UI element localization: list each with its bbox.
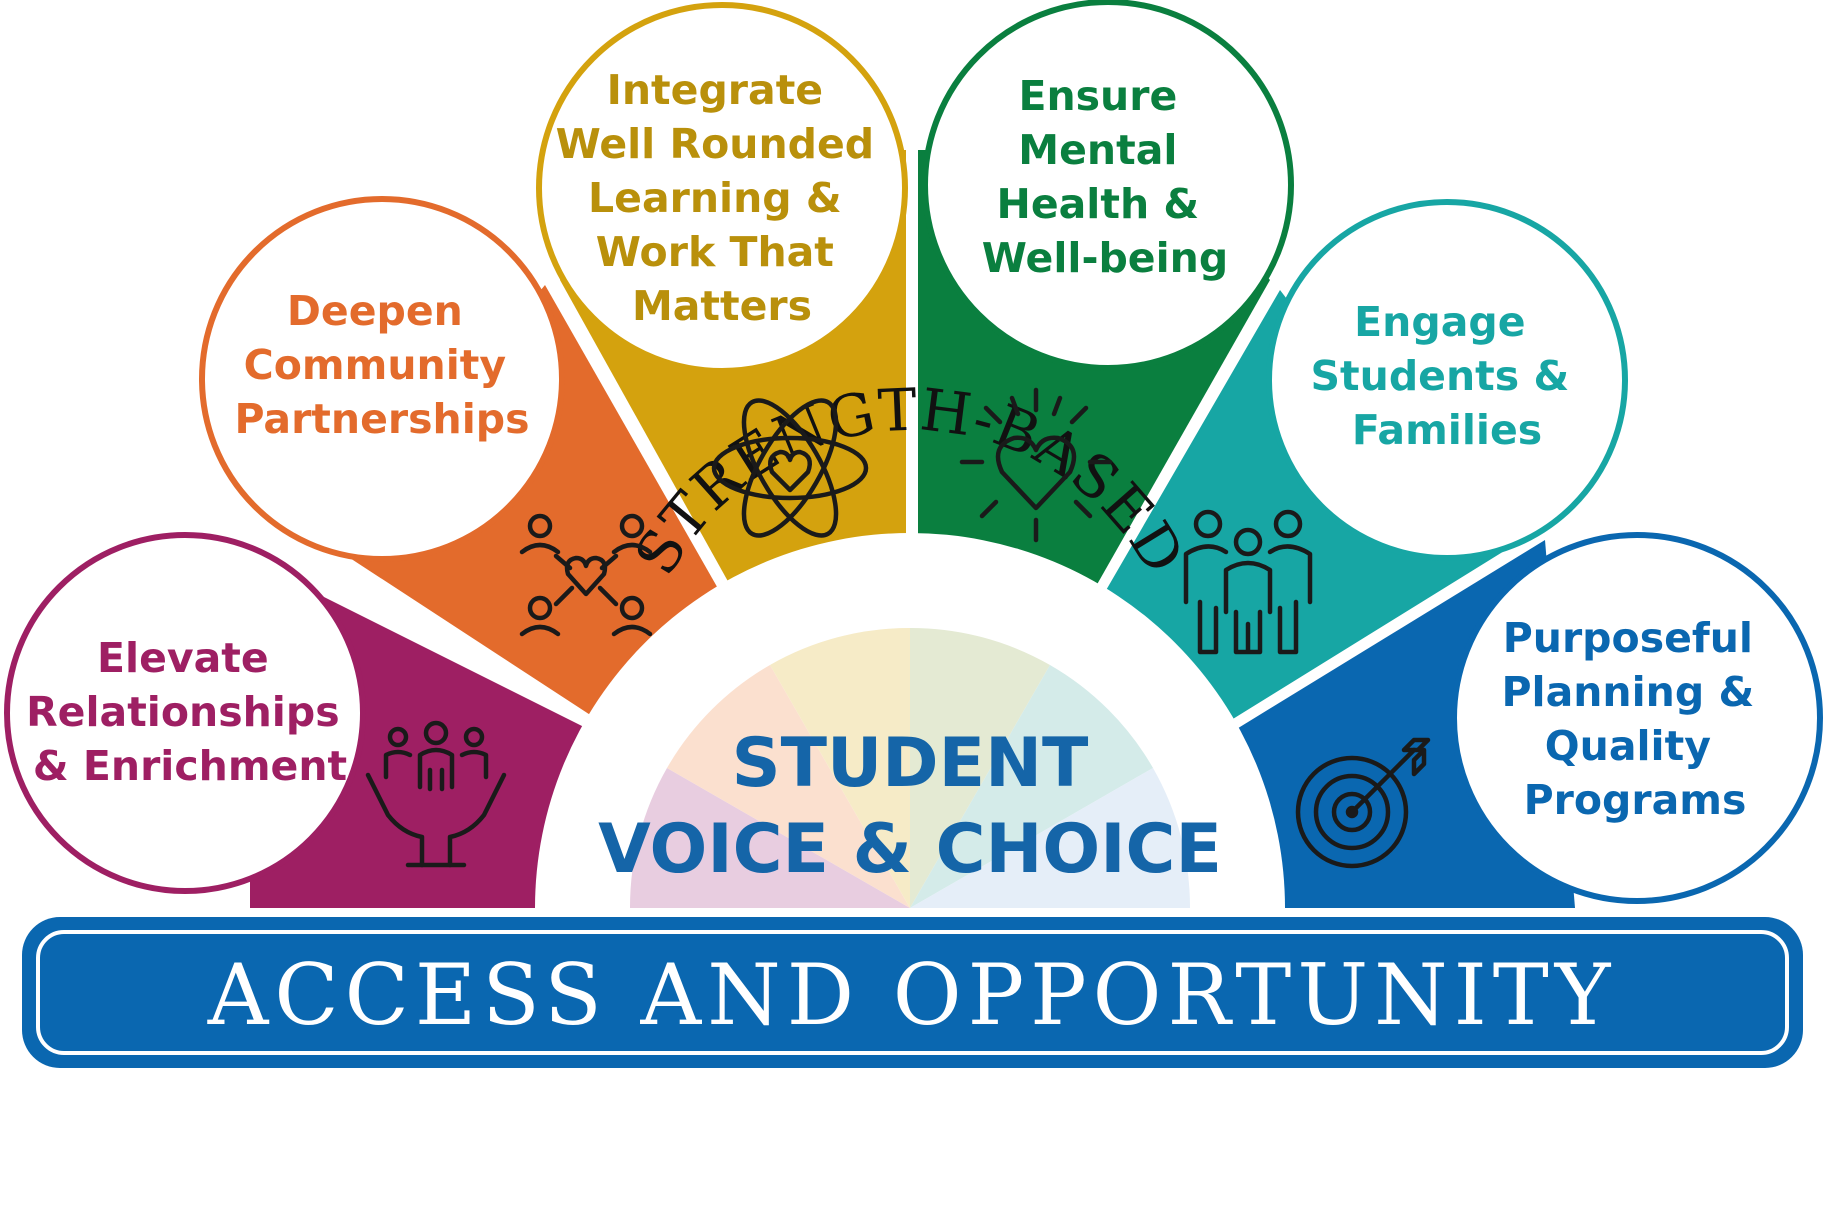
svg-text:Deepen Community: Deepen Community Partnerships [234, 287, 529, 443]
atom-heart-icon [711, 398, 869, 538]
pastel-fan [629, 627, 1191, 908]
center-line-student: STUDENT [732, 724, 1089, 803]
label-line: Families [1352, 406, 1542, 454]
label-line: Mental [1018, 126, 1177, 174]
label-line: Elevate [97, 634, 269, 682]
label-line: Health & [997, 180, 1200, 228]
label-line: Well-being [982, 234, 1228, 282]
circle-elevate-relationships: Elevate Relationships & Enrichment [4, 532, 366, 894]
label-line: Purposeful [1503, 614, 1753, 662]
label-line: Matters [632, 282, 812, 330]
hands-holding-people-icon [365, 720, 507, 868]
connected-people-heart-icon [519, 513, 653, 637]
label-line: Quality [1545, 722, 1711, 770]
svg-text:Engage Students &: Engage Students & Families [1311, 298, 1584, 454]
circle-deepen-community: Deepen Community Partnerships [199, 196, 565, 562]
pillar-icons [365, 387, 1431, 869]
circle-engage-families: Engage Students & Families [1266, 199, 1628, 561]
svg-text:Purposeful Planning &: Purposeful Planning & Quality Programs [1501, 614, 1768, 824]
label-line: Community [244, 341, 506, 389]
banner-text: ACCESS AND OPPORTUNITY [207, 946, 1617, 1044]
label-line: Deepen [287, 287, 463, 335]
label-line: Programs [1524, 776, 1747, 824]
label-line: Learning & [588, 174, 842, 222]
label-line: Engage [1354, 298, 1525, 346]
label-line: Planning & [1501, 668, 1754, 716]
label-line: Students & [1311, 352, 1570, 400]
label-line: Ensure [1018, 72, 1177, 120]
label-line: Partnerships [234, 395, 529, 443]
target-arrow-icon [1295, 737, 1431, 869]
center-line-voice-choice: VOICE & CHOICE [598, 810, 1222, 889]
center-half-disc: STRENGTH-BASED STUDENT VOICE & CHOICE [535, 375, 1285, 908]
family-group-icon [1183, 509, 1313, 655]
circle-mental-health: Ensure Mental Health & Well-being [922, 0, 1294, 371]
pillar-circles: Elevate Relationships & Enrichment Deepe… [4, 0, 1823, 904]
svg-text:Elevate Relationships: Elevate Relationships & Enrichment [26, 634, 354, 790]
svg-text:Ensure Mental: Ensure Mental Health & Well-being [982, 72, 1228, 282]
svg-text:Integrate Well Rounded: Integrate Well Rounded Learning & Work T… [556, 66, 889, 330]
circle-purposeful-planning: Purposeful Planning & Quality Programs [1451, 532, 1823, 904]
label-line: & Enrichment [33, 742, 347, 790]
label-line: Integrate [607, 66, 824, 114]
circle-integrate-learning: Integrate Well Rounded Learning & Work T… [536, 2, 908, 374]
label-line: Well Rounded [556, 120, 875, 168]
label-line: Relationships [26, 688, 340, 736]
radiant-heart-icon [959, 387, 1113, 543]
label-line: Work That [596, 228, 834, 276]
access-opportunity-banner: ACCESS AND OPPORTUNITY [22, 917, 1803, 1068]
